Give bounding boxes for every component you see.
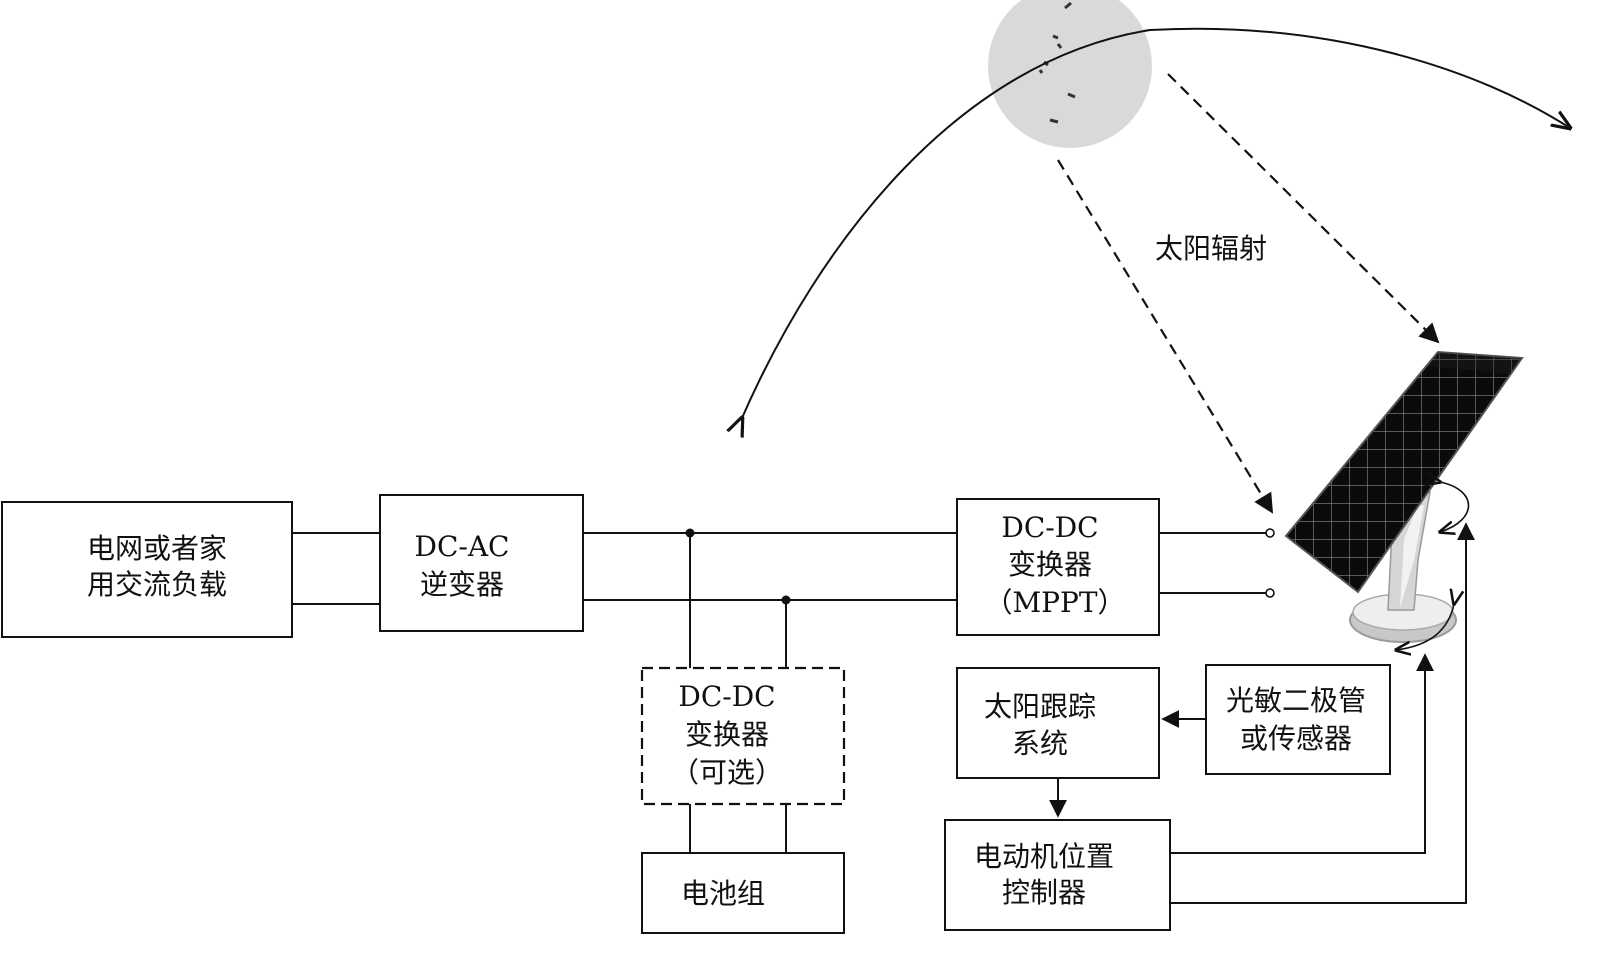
inverter-line2: 逆变器 (420, 568, 504, 601)
sensor-line2: 或传感器 (1240, 722, 1352, 755)
grid-load-line2: 用交流负载 (87, 568, 227, 601)
pv-terminal-bottom (1265, 588, 1275, 598)
pv-terminal-top (1265, 528, 1275, 538)
tracking-system-block: 太阳跟踪 系统 (956, 667, 1160, 779)
sensor-block: 光敏二极管 或传感器 (1205, 664, 1391, 775)
dcdc-optional-line2: 变换器 (685, 718, 769, 751)
tilt-rotation-arrow (1440, 482, 1470, 532)
radiation-label: 太阳辐射 (1155, 232, 1267, 265)
motor-controller-line2: 控制器 (1002, 876, 1086, 909)
battery-block: 电池组 (641, 852, 845, 934)
dcdc-mppt-line1: DC-DC (1001, 511, 1098, 544)
inverter-block: DC-AC 逆变器 (379, 494, 584, 632)
motor-controller-block: 电动机位置 控制器 (944, 819, 1171, 931)
dcdc-optional-line3: （可选） (671, 756, 783, 789)
tracking-line1: 太阳跟踪 (984, 690, 1096, 723)
dcdc-mppt-block: DC-DC 变换器 （MPPT） (956, 498, 1160, 636)
control-line-tilt (1170, 522, 1475, 904)
motor-controller-line1: 电动机位置 (974, 840, 1114, 873)
dcdc-optional-block: DC-DC 变换器 （可选） (640, 666, 846, 806)
radiation-ray-right (1167, 73, 1440, 344)
dcdc-mppt-line2: 变换器 (1008, 548, 1092, 581)
radiation-ray-left (1057, 159, 1274, 514)
sun-path-arc (742, 27, 1570, 418)
dcdc-mppt-line3: （MPPT） (984, 586, 1125, 619)
control-line-azimuth (1170, 653, 1434, 854)
battery-label: 电池组 (681, 877, 765, 910)
solar-panel-icon (1284, 350, 1524, 643)
sun-icon (988, 0, 1152, 148)
grid-load-line1: 电网或者家 (87, 532, 227, 565)
dcdc-optional-line1: DC-DC (678, 680, 775, 713)
grid-load-block: 电网或者家 用交流负载 (1, 501, 293, 638)
tracking-line2: 系统 (1012, 727, 1068, 760)
azimuth-rotation-arrow (1396, 604, 1454, 650)
sensor-line1: 光敏二极管 (1226, 684, 1366, 717)
inverter-line1: DC-AC (415, 530, 510, 563)
